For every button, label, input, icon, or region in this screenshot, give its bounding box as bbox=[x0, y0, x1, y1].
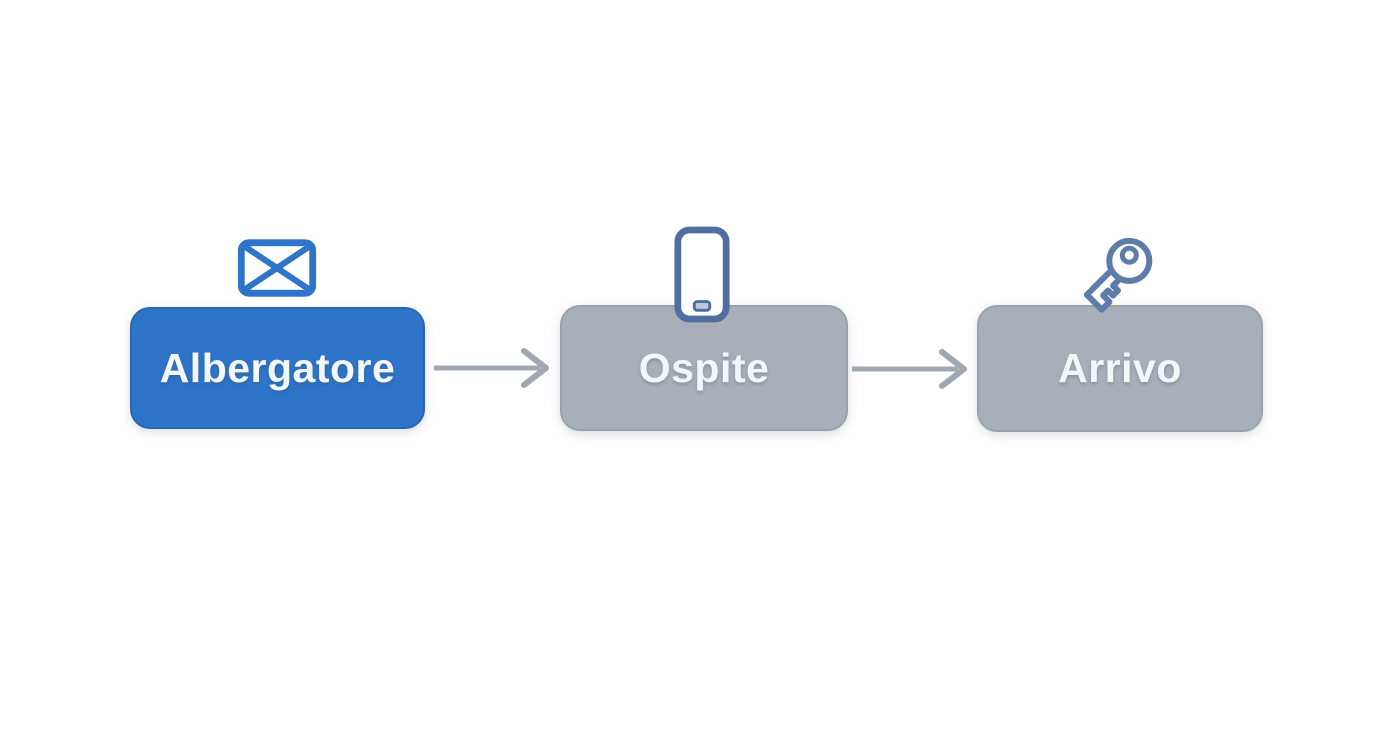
flow-node-albergatore: Albergatore bbox=[130, 307, 425, 429]
flow-node-arrivo: Arrivo bbox=[977, 305, 1263, 432]
flow-node-ospite: Ospite bbox=[560, 305, 848, 431]
arrow-right-icon bbox=[432, 347, 554, 389]
arrow-right-icon bbox=[850, 348, 972, 390]
node-label-ospite: Ospite bbox=[638, 344, 770, 391]
smartphone-icon bbox=[673, 226, 731, 323]
node-label-albergatore: Albergatore bbox=[159, 344, 396, 391]
key-icon bbox=[1066, 225, 1170, 325]
node-label-arrivo: Arrivo bbox=[1058, 345, 1182, 391]
envelope-icon bbox=[237, 238, 317, 298]
